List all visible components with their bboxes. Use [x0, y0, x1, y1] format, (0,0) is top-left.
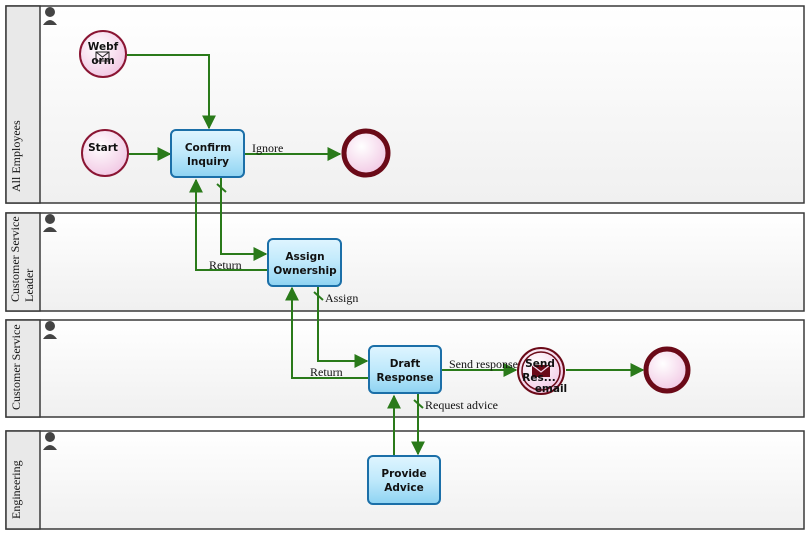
task-assign-ownership-line2: Ownership	[273, 265, 337, 277]
task-draft-response[interactable]: Draft Response	[368, 345, 442, 394]
lane-all-employees: All Employees	[5, 5, 805, 204]
flow-assign-return-to-confirm[interactable]	[189, 178, 268, 271]
flow-confirm-to-assign[interactable]	[220, 178, 268, 261]
task-confirm-inquiry-line2: Inquiry	[187, 156, 229, 168]
event-send-sublabel: email	[535, 383, 567, 395]
task-provide-advice-line1: Provide	[381, 468, 426, 480]
flow-label-send-response: Send response	[449, 357, 518, 371]
task-provide-advice[interactable]: Provide Advice	[367, 455, 441, 505]
lane-title-cs-leader-line2: Leader	[22, 269, 36, 302]
flow-label-ignore: Ignore	[252, 141, 283, 155]
flow-assign-to-draft[interactable]	[317, 287, 369, 368]
task-draft-response-line1: Draft	[390, 358, 421, 370]
event-start-label: Start	[88, 142, 118, 154]
event-end-ignore[interactable]	[341, 128, 391, 178]
sequence-flows	[127, 54, 645, 456]
task-assign-ownership-line1: Assign	[285, 251, 324, 263]
lane-title-all-employees: All Employees	[9, 120, 23, 192]
lane-title-cs-leader-line1: Customer Service	[8, 216, 22, 302]
flow-label-return-1: Return	[209, 258, 242, 272]
event-send-label-line1: Send	[525, 358, 555, 370]
person-icon	[43, 432, 57, 450]
task-draft-response-line2: Response	[376, 372, 433, 384]
person-icon	[43, 7, 57, 25]
lanes: All Employees Customer Service Leader Cu…	[5, 5, 805, 530]
message-envelope-icon	[95, 51, 110, 62]
event-end-final[interactable]	[643, 346, 691, 394]
flow-label-request-advice: Request advice	[425, 398, 498, 412]
person-icon	[43, 321, 57, 339]
event-send-response-email[interactable]: Send Res... email	[517, 347, 567, 395]
event-webform-label-line1: Webf	[88, 41, 119, 53]
task-assign-ownership[interactable]: Assign Ownership	[267, 238, 342, 287]
flow-draft-return-to-assign[interactable]	[285, 286, 368, 379]
flow-label-assign: Assign	[325, 291, 358, 305]
event-webform[interactable]: Webf orm	[79, 30, 127, 78]
person-icon	[43, 214, 57, 232]
default-flow-markers	[216, 183, 424, 409]
event-start[interactable]: Start	[81, 129, 129, 177]
flow-label-return-2: Return	[310, 365, 343, 379]
flow-webform-to-confirm[interactable]	[127, 54, 216, 130]
lane-cs-leader: Customer Service Leader	[5, 212, 805, 312]
lane-title-customer-service: Customer Service	[9, 324, 23, 410]
event-send-label-line2: Res...	[522, 372, 555, 384]
flow-labels: Ignore Return Assign Return Send respons…	[209, 141, 518, 412]
task-confirm-inquiry[interactable]: Confirm Inquiry	[170, 129, 245, 178]
task-provide-advice-line2: Advice	[384, 482, 423, 494]
task-confirm-inquiry-line1: Confirm	[185, 142, 231, 154]
lane-title-engineering: Engineering	[9, 460, 23, 519]
message-envelope-icon	[531, 364, 551, 377]
